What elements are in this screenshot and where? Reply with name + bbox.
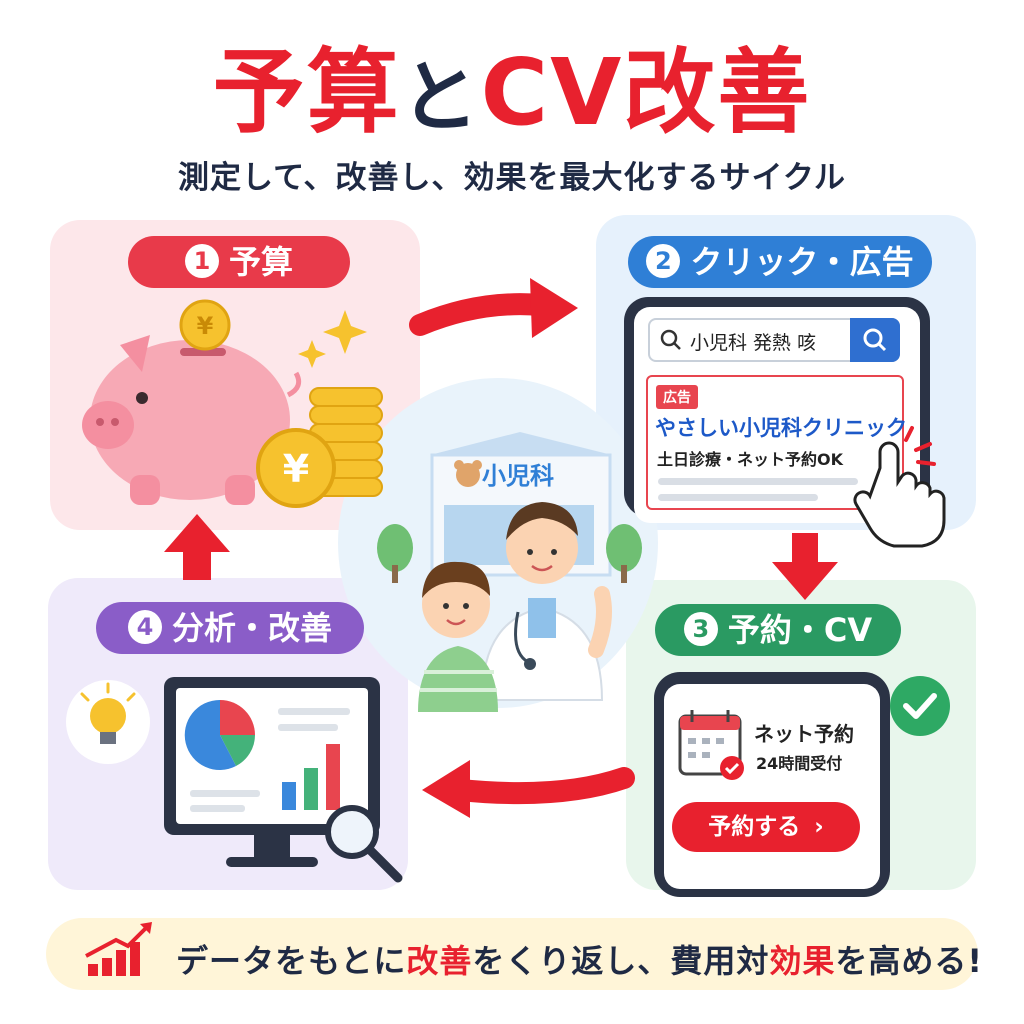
bottom-banner — [46, 918, 978, 990]
title-part-and: と — [400, 53, 481, 143]
clinic-sign: 小児科 — [482, 462, 554, 490]
arrow-2-to-3 — [772, 533, 838, 600]
chevron-right-icon: › — [814, 814, 824, 840]
arrow-1-to-2 — [409, 278, 578, 338]
step-3-label: 3 予約・CV — [655, 604, 901, 656]
text-lines — [190, 708, 350, 812]
step-2-text: クリック・広告 — [690, 243, 914, 281]
hours-label: 24時間受付 — [756, 754, 843, 773]
child-icon — [418, 561, 498, 712]
check-icon — [890, 676, 950, 736]
monitor-stand — [226, 835, 318, 867]
title-part-cv: CV改善 — [480, 39, 812, 146]
search-query: 小児科 発熱 咳 — [690, 332, 817, 354]
net-reservation-label: ネット予約 — [754, 722, 854, 746]
piggy-bank-icon — [82, 335, 302, 505]
search-button-icon — [863, 328, 887, 352]
step-1-label: 1 予算 — [128, 236, 350, 288]
title-part-budget: 予算 — [212, 39, 401, 146]
bar-chart-icon — [282, 744, 340, 810]
doctor-icon — [480, 502, 612, 701]
banner-highlight-effect: 効果 — [769, 942, 836, 980]
step-2-label: 2 クリック・広告 — [628, 236, 932, 288]
banner-text: データをもとに改善をくり返し、費用対効果を高める! — [176, 936, 983, 982]
step-1-number: 1 — [184, 244, 219, 278]
search-button[interactable] — [850, 318, 900, 362]
banner-text-2: をくり返し、費用対 — [472, 942, 770, 980]
coin-top-symbol: ¥ — [197, 312, 214, 340]
calendar-icon — [678, 710, 744, 780]
step-4-number: 4 — [127, 610, 162, 644]
growth-chart-icon — [85, 922, 152, 976]
coin-icon: ¥ — [179, 299, 231, 351]
bear-icon — [454, 460, 482, 487]
arrow-3-to-4 — [422, 760, 635, 818]
step-3-text: 予約・CV — [727, 611, 873, 649]
step-4-label: 4 分析・改善 — [96, 602, 364, 654]
page-title: 予算とCV改善 — [0, 38, 1024, 153]
coin-large-symbol: ¥ — [283, 447, 309, 491]
banner-text-3: を高める! — [835, 942, 984, 980]
ad-placeholder-line — [658, 494, 818, 501]
ad-badge: 広告 — [656, 385, 698, 409]
step-3-number: 3 — [683, 612, 718, 646]
arrow-4-to-1 — [164, 514, 230, 580]
ad-placeholder-line — [658, 478, 858, 485]
bulb-icon — [66, 680, 150, 764]
step-1-text: 予算 — [228, 243, 293, 281]
banner-text-1: データをもとに — [176, 942, 407, 980]
ad-description: 土日診療・ネット予約OK — [657, 450, 844, 469]
reserve-button[interactable]: 予約する › — [672, 802, 860, 852]
magnifier-icon — [325, 805, 403, 883]
step-4-text: 分析・改善 — [171, 609, 332, 647]
pointer-hand-icon — [853, 426, 946, 548]
search-icon — [660, 329, 681, 350]
reserve-button-label: 予約する — [708, 814, 801, 840]
tree-icon — [377, 524, 642, 583]
sparkle-icon — [298, 310, 367, 368]
step-2-number: 2 — [646, 244, 681, 278]
ad-title[interactable]: やさしい小児科クリニック — [655, 416, 907, 440]
page-subtitle: 測定して、改善し、効果を最大化するサイクル — [178, 160, 846, 196]
banner-highlight-improve: 改善 — [406, 942, 473, 980]
coin-stack-icon: ¥ — [256, 387, 383, 508]
pie-chart-icon — [184, 699, 255, 770]
